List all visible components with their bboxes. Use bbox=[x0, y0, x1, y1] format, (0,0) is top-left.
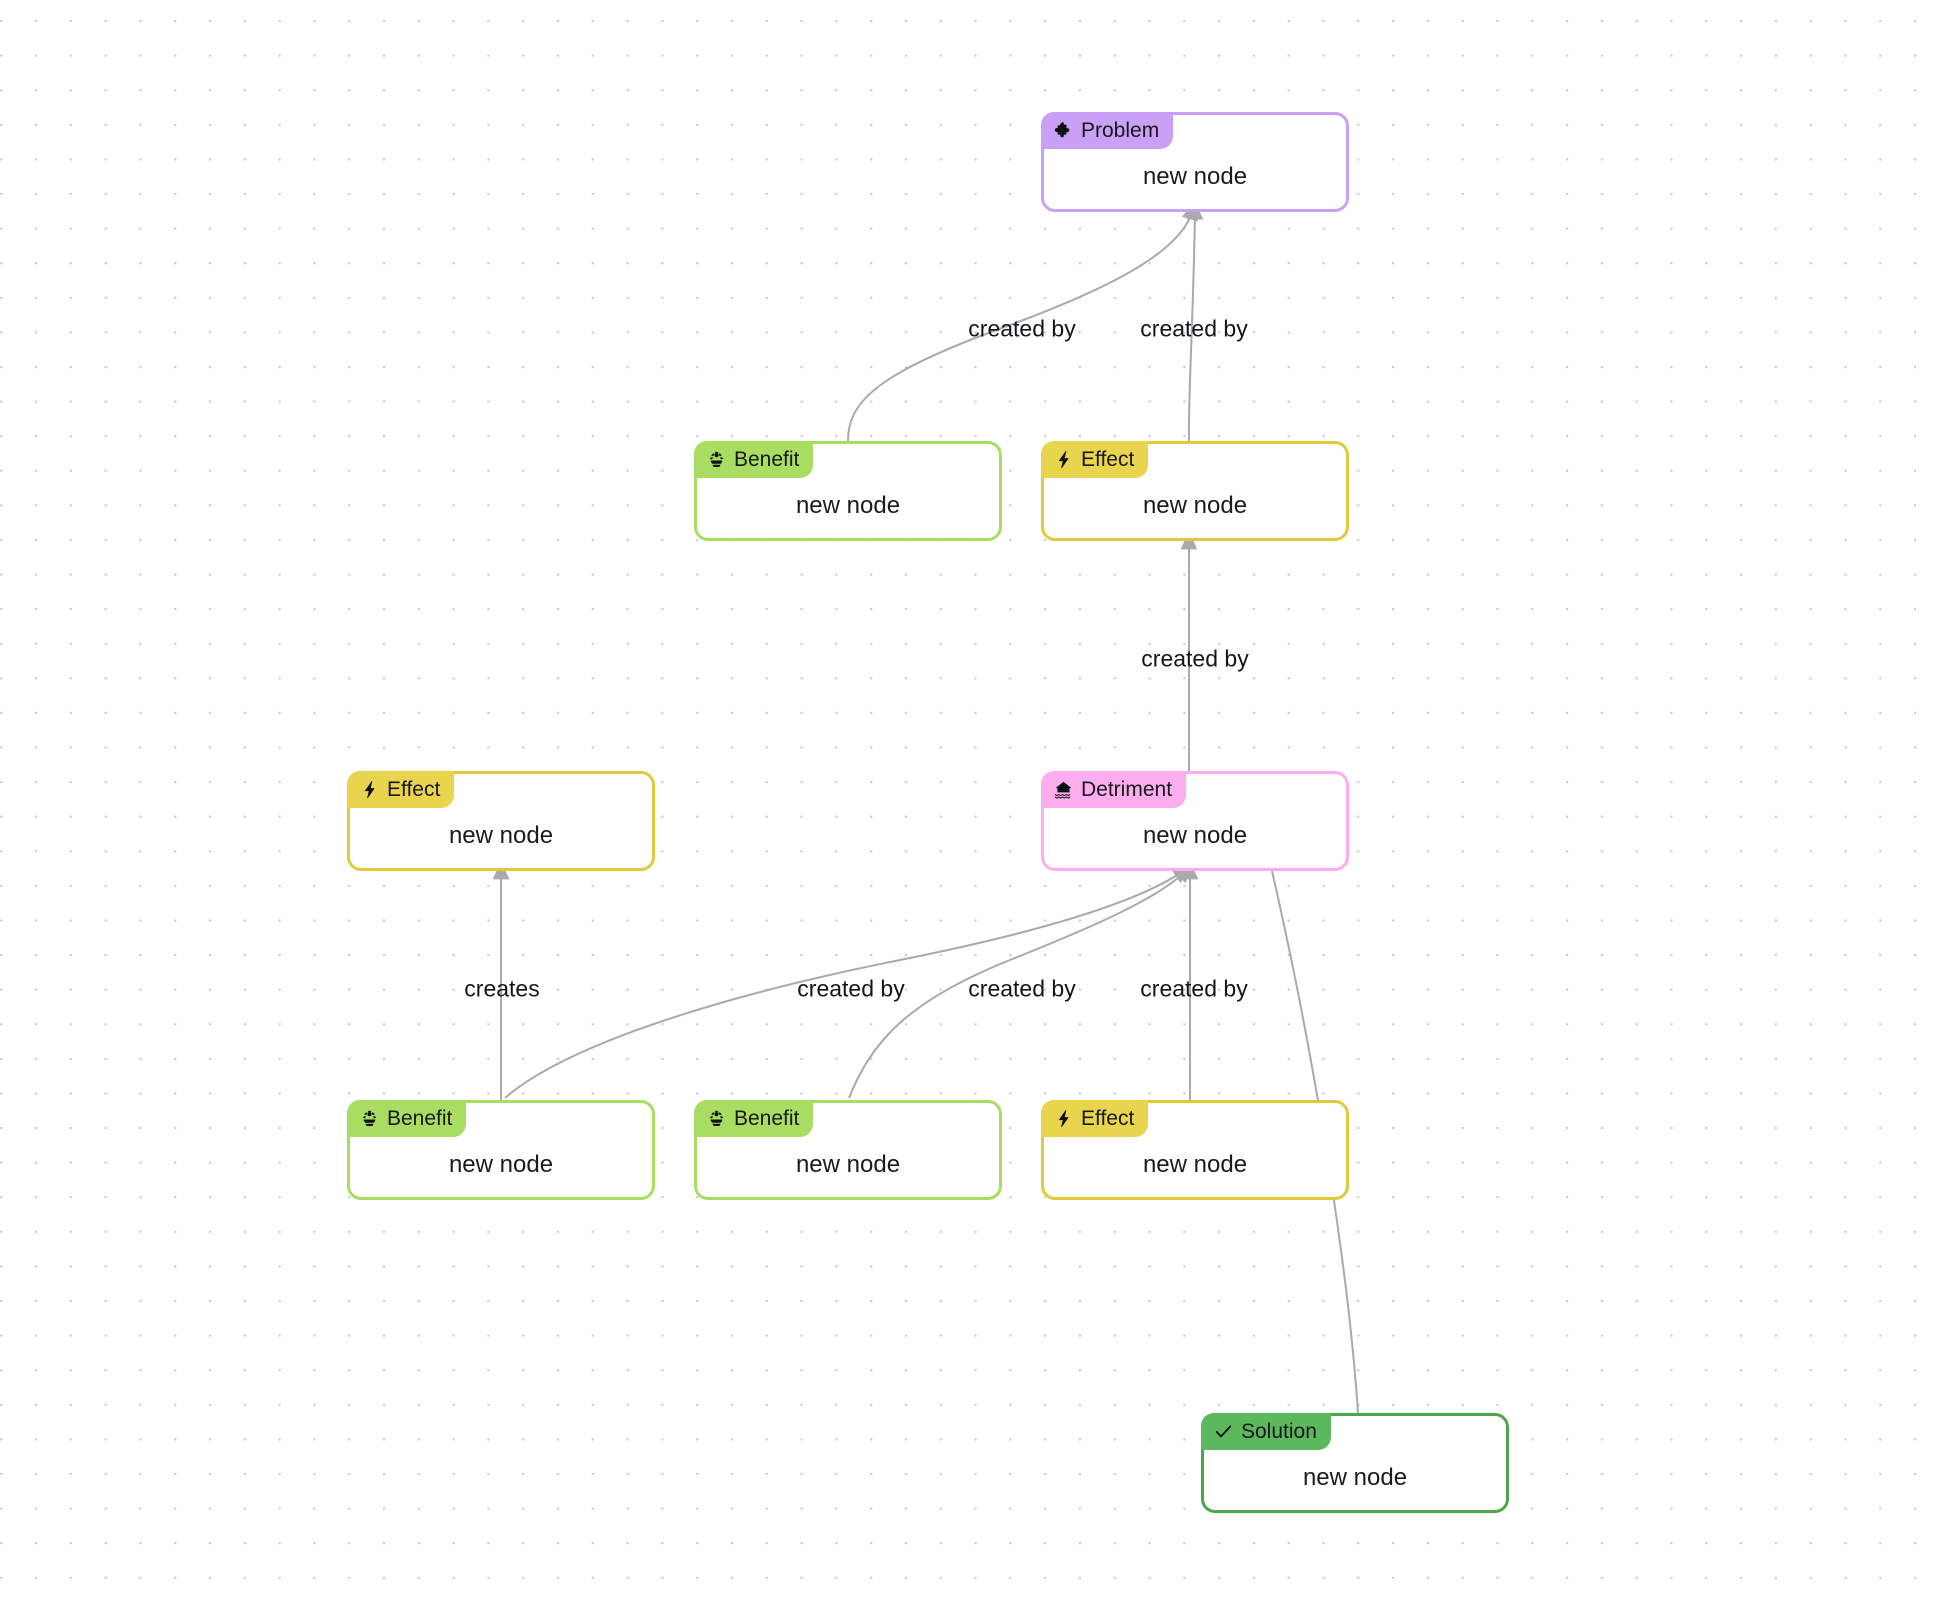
edge-label[interactable]: created by bbox=[797, 975, 905, 1002]
node-type-label: Effect bbox=[1081, 1107, 1135, 1130]
node-type-badge[interactable]: Effect bbox=[1041, 441, 1149, 478]
node-type-label: Effect bbox=[1081, 448, 1135, 471]
node-type-badge[interactable]: Solution bbox=[1201, 1413, 1331, 1450]
flower-icon bbox=[707, 450, 726, 469]
node-text[interactable]: new node bbox=[795, 1151, 901, 1178]
node-benefit[interactable]: Benefit new node bbox=[694, 441, 1002, 541]
node-type-label: Effect bbox=[387, 778, 441, 801]
node-text[interactable]: new node bbox=[448, 1151, 554, 1178]
node-type-badge[interactable]: Problem bbox=[1041, 112, 1174, 149]
edge-label[interactable]: created by bbox=[968, 975, 1076, 1002]
node-text[interactable]: new node bbox=[1302, 1464, 1408, 1491]
edge-label[interactable]: created by bbox=[1141, 645, 1249, 672]
node-type-badge[interactable]: Benefit bbox=[694, 1100, 814, 1137]
edge-label[interactable]: creates bbox=[464, 975, 540, 1002]
lightning-bolt-icon bbox=[1054, 450, 1073, 469]
node-type-label: Solution bbox=[1241, 1420, 1317, 1443]
node-text[interactable]: new node bbox=[795, 492, 901, 519]
node-text[interactable]: new node bbox=[1142, 163, 1248, 190]
flood-house-icon bbox=[1054, 780, 1073, 799]
node-text[interactable]: new node bbox=[448, 822, 554, 849]
node-type-badge[interactable]: Detriment bbox=[1041, 771, 1187, 808]
node-detriment[interactable]: Detriment new node bbox=[1041, 771, 1349, 871]
node-type-badge[interactable]: Benefit bbox=[694, 441, 814, 478]
node-effect[interactable]: Effect new node bbox=[1041, 1100, 1349, 1200]
node-text[interactable]: new node bbox=[1142, 822, 1248, 849]
node-type-label: Problem bbox=[1081, 119, 1160, 142]
flower-icon bbox=[707, 1109, 726, 1128]
check-icon bbox=[1214, 1422, 1233, 1441]
lightning-bolt-icon bbox=[360, 780, 379, 799]
node-text[interactable]: new node bbox=[1142, 1151, 1248, 1178]
edge-label[interactable]: created by bbox=[968, 315, 1076, 342]
node-solution[interactable]: Solution new node bbox=[1201, 1413, 1509, 1513]
flower-icon bbox=[360, 1109, 379, 1128]
puzzle-piece-icon bbox=[1054, 121, 1073, 140]
node-effect[interactable]: Effect new node bbox=[347, 771, 655, 871]
node-type-label: Detriment bbox=[1081, 778, 1173, 801]
node-type-label: Benefit bbox=[734, 448, 800, 471]
node-type-badge[interactable]: Benefit bbox=[347, 1100, 467, 1137]
node-type-badge[interactable]: Effect bbox=[347, 771, 455, 808]
node-type-label: Benefit bbox=[387, 1107, 453, 1130]
node-text[interactable]: new node bbox=[1142, 492, 1248, 519]
node-type-badge[interactable]: Effect bbox=[1041, 1100, 1149, 1137]
node-benefit[interactable]: Benefit new node bbox=[694, 1100, 1002, 1200]
node-benefit[interactable]: Benefit new node bbox=[347, 1100, 655, 1200]
edge-label[interactable]: created by bbox=[1140, 315, 1248, 342]
node-effect[interactable]: Effect new node bbox=[1041, 441, 1349, 541]
edge-label[interactable]: created by bbox=[1140, 975, 1248, 1002]
node-type-label: Benefit bbox=[734, 1107, 800, 1130]
lightning-bolt-icon bbox=[1054, 1109, 1073, 1128]
node-problem[interactable]: Problem new node bbox=[1041, 112, 1349, 212]
